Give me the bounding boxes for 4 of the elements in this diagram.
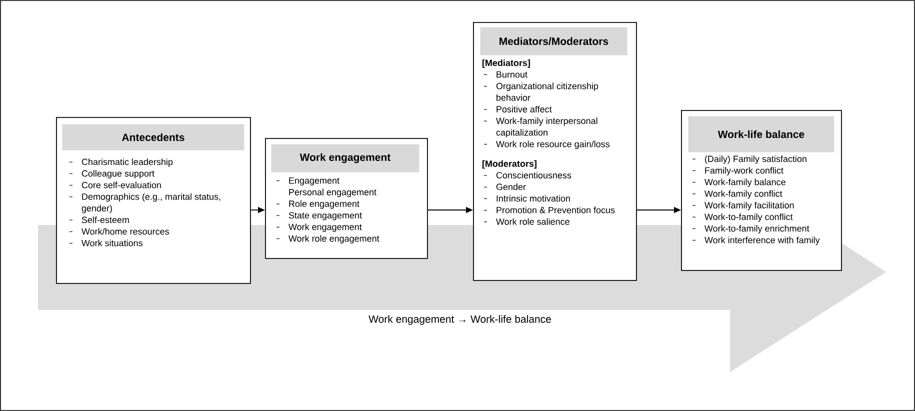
header-box: Work engagement	[271, 144, 420, 172]
header-box: Mediators/Moderators	[480, 27, 628, 56]
header-box: Work-life balance	[688, 116, 834, 152]
header-box: Antecedents	[62, 124, 244, 150]
